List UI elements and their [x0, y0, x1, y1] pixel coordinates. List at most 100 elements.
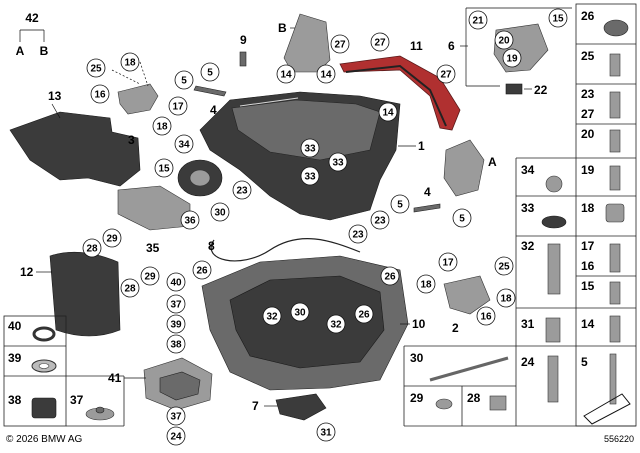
- callout-number: 15: [158, 164, 170, 175]
- callout-c26a: 26: [192, 260, 212, 280]
- callout-c18c: 18: [416, 274, 436, 294]
- callout-c38: 38: [166, 334, 186, 354]
- callout-c21: 21: [468, 10, 488, 30]
- callout-circle: [166, 272, 186, 292]
- callout-c33c: 33: [300, 166, 320, 186]
- callout-number: 16: [94, 90, 106, 101]
- callout-number: 25: [90, 64, 102, 75]
- callout-number: 28: [86, 244, 98, 255]
- screw-9: [239, 51, 247, 67]
- label-12: 12: [20, 265, 34, 279]
- diagram-number: 556220: [604, 434, 634, 444]
- callout-number: 18: [420, 280, 432, 291]
- callout-c26b: 26: [380, 266, 400, 286]
- set-bracket: [19, 29, 45, 42]
- callout-number: 29: [106, 234, 118, 245]
- callout-number: 14: [320, 70, 332, 81]
- spring-4-top: [193, 85, 227, 97]
- legend-30: 30: [410, 351, 424, 365]
- callout-c23b: 23: [348, 224, 368, 244]
- callout-circle: [174, 70, 194, 90]
- callout-circle: [192, 260, 212, 280]
- legend-29: 29: [410, 391, 424, 405]
- callout-number: 29: [144, 272, 156, 283]
- callout-c31: 31: [316, 422, 336, 442]
- legend-14: 14: [581, 317, 595, 331]
- callout-circle: [494, 30, 514, 50]
- bracket-2: [443, 275, 491, 315]
- callout-circle: [290, 302, 310, 322]
- callout-number: 25: [498, 262, 510, 273]
- legend-18: 18: [581, 201, 595, 215]
- callout-c18b: 18: [152, 116, 172, 136]
- callout-number: 18: [500, 294, 512, 305]
- callout-number: 16: [480, 312, 492, 323]
- callout-number: 36: [184, 216, 196, 227]
- callout-c29a: 29: [102, 228, 122, 248]
- callout-c24: 24: [166, 426, 186, 446]
- ring-40: [32, 326, 56, 342]
- callout-circle: [262, 306, 282, 326]
- callout-c30a: 30: [210, 202, 230, 222]
- callout-circle: [330, 34, 350, 54]
- callout-number: 23: [374, 216, 386, 227]
- callout-c17a: 17: [168, 96, 188, 116]
- callout-number: 32: [266, 312, 278, 323]
- legend-5: 5: [581, 355, 588, 369]
- callout-circle: [90, 84, 110, 104]
- callout-circle: [348, 224, 368, 244]
- callout-c20a: 20: [494, 30, 514, 50]
- label-35: 35: [146, 241, 160, 255]
- callout-number: 33: [304, 172, 316, 183]
- legend-19: 19: [581, 163, 595, 177]
- callout-c34: 34: [174, 134, 194, 154]
- legend-26: 26: [581, 9, 595, 23]
- callout-c14a: 14: [276, 64, 296, 84]
- callout-circle: [452, 208, 472, 228]
- callout-circle: [316, 422, 336, 442]
- callout-c27c: 27: [436, 64, 456, 84]
- copyright: © 2026 BMW AG: [6, 434, 83, 445]
- callout-c23c: 23: [370, 210, 390, 230]
- callout-number: 18: [124, 58, 136, 69]
- legend-37: 37: [70, 393, 84, 407]
- callout-c28a: 28: [82, 238, 102, 258]
- callout-c27b: 27: [370, 32, 390, 52]
- callout-c17b: 17: [438, 252, 458, 272]
- legend-25: 25: [581, 49, 595, 63]
- callout-number: 14: [382, 108, 394, 119]
- bracket-3: [117, 83, 159, 115]
- callout-number: 33: [304, 144, 316, 155]
- cable-8: [210, 238, 361, 262]
- callout-number: 17: [442, 258, 454, 269]
- callout-circle: [436, 64, 456, 84]
- callout-circle: [438, 252, 458, 272]
- callout-number: 32: [330, 320, 342, 331]
- label-6: 6: [448, 39, 455, 53]
- callout-circle: [174, 134, 194, 154]
- callout-c37a: 37: [166, 294, 186, 314]
- label-41: 41: [108, 371, 122, 385]
- callout-c15a: 15: [548, 8, 568, 28]
- handle-7: [275, 393, 327, 421]
- bracket-a: [443, 139, 485, 197]
- callout-c14b: 14: [316, 64, 336, 84]
- callout-number: 28: [124, 284, 136, 295]
- callout-number: 24: [170, 432, 182, 443]
- callout-number: 26: [358, 310, 370, 321]
- callout-c32a: 32: [262, 306, 282, 326]
- set-label: 42: [25, 11, 39, 25]
- callout-circle: [326, 314, 346, 334]
- legend-40: 40: [8, 319, 22, 333]
- callout-number: 30: [214, 208, 226, 219]
- legend-27: 27: [581, 107, 595, 121]
- callout-circle: [494, 256, 514, 276]
- callout-number: 27: [334, 40, 346, 51]
- callout-circle: [502, 48, 522, 68]
- callout-number: 20: [498, 36, 510, 47]
- callout-number: 17: [172, 102, 184, 113]
- callout-c18d: 18: [496, 288, 516, 308]
- speaker-housing: [117, 185, 191, 231]
- grommet-38: [31, 397, 57, 419]
